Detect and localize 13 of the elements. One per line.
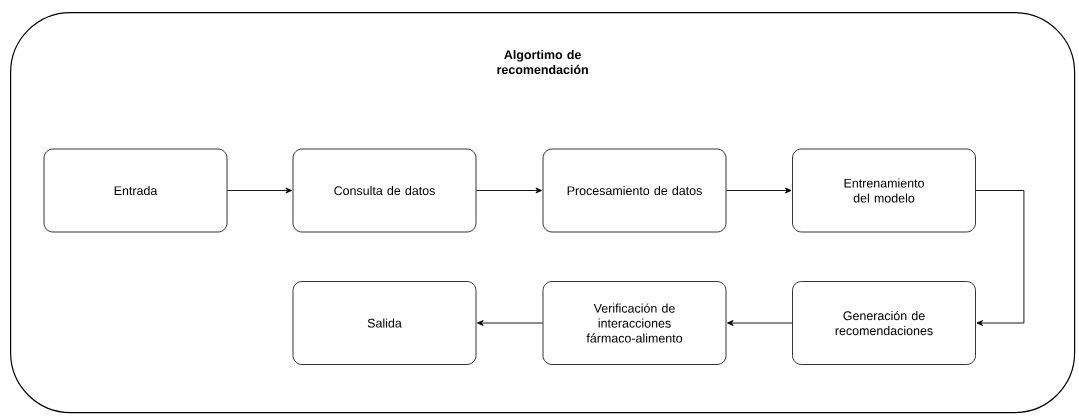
process-box: Generación de recomendaciones [792,281,976,365]
process-box: Entrenamiento del modelo [792,148,976,233]
arrow [727,320,793,326]
arrow [975,190,1025,326]
process-box: Procesamiento de datos [542,148,727,233]
arrow [725,187,792,194]
arrow [475,187,542,194]
process-box: Verificación de interacciones fármaco-alimento [542,281,727,365]
process-box: Salida [292,281,477,365]
arrow [226,187,292,194]
arrow [477,320,544,326]
process-box: Consulta de datos [292,148,477,233]
process-box: Entrada [43,148,228,233]
